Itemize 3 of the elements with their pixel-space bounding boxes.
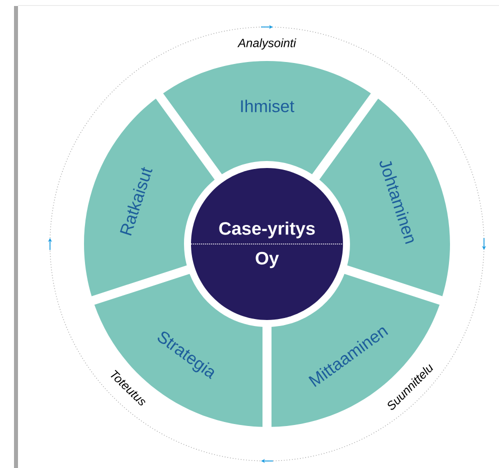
phase-label: Analysointi xyxy=(237,38,296,50)
node-label: Ihmiset xyxy=(241,100,294,112)
ring-segment: Ihmiset xyxy=(163,61,371,174)
